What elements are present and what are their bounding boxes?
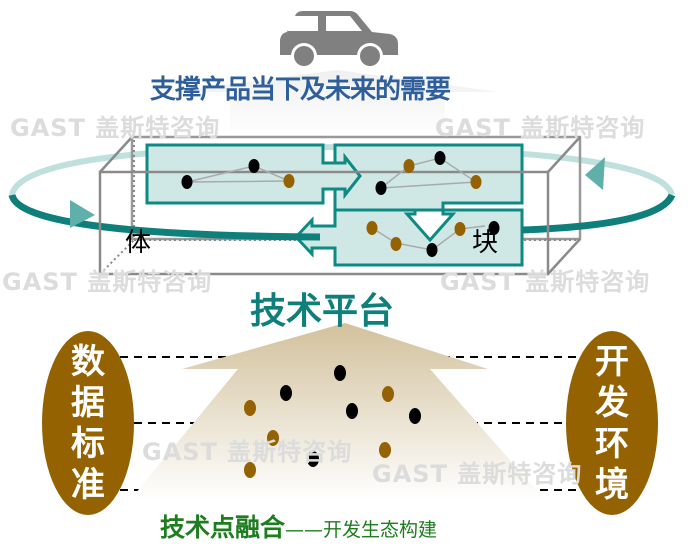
box-front [98, 170, 550, 276]
right-pillar-label: 开 发 环 境 [592, 342, 632, 506]
watermark: GAST 盖斯特咨询 [2, 268, 213, 296]
footer-rest: ——开发生态构建 [285, 519, 438, 541]
watermark: GAST 盖斯特咨询 [10, 114, 221, 142]
ring-arrowhead-left [70, 200, 95, 228]
node-brown [403, 159, 415, 173]
watermark: GAST 盖斯特咨询 [372, 460, 583, 488]
panel-2 [333, 143, 524, 212]
panel-1 [145, 143, 362, 205]
panel-3 [293, 208, 524, 267]
box-left-label: 体 [125, 228, 152, 258]
arrow-dots [244, 365, 421, 478]
pillar-char: 环 [595, 424, 629, 464]
pillar-char: 据 [71, 383, 105, 423]
watermark: GAST 盖斯特咨询 [142, 438, 353, 466]
pillar-char: 数 [71, 342, 105, 382]
right-pillar-ellipse [566, 331, 658, 515]
node-brown [366, 221, 378, 235]
watermark: GAST 盖斯特咨询 [435, 114, 646, 142]
node-brown [390, 237, 402, 251]
node-dark [434, 151, 446, 165]
pillar-char: 发 [595, 383, 629, 423]
node-dark [375, 181, 387, 195]
nodes [181, 151, 500, 257]
pillar-char: 准 [71, 465, 105, 505]
node-brown [470, 175, 482, 189]
node-brown [454, 222, 466, 236]
node-brown [283, 174, 295, 188]
node-dark [426, 243, 438, 257]
faint-arrow [170, 70, 500, 140]
footer-caption: 技术点融合——开发生态构建 [160, 514, 437, 542]
car-icon [280, 11, 398, 69]
ring-arrowhead-right [585, 157, 605, 190]
left-pillar-ellipse [42, 331, 134, 515]
pillar-char: 开 [595, 342, 629, 382]
ring-front-right [521, 193, 676, 234]
box-right-label: 块 [472, 228, 499, 258]
platform-title: 技术平台 [250, 291, 395, 332]
watermark: GAST 盖斯特咨询 [440, 268, 651, 296]
left-pillar-label: 数 据 标 准 [68, 342, 108, 506]
node-dark [488, 221, 500, 235]
big-up-arrow [130, 323, 545, 500]
node-dark [248, 159, 260, 173]
node-dark [181, 175, 193, 189]
header-title: 支撑产品当下及未来的需要 [150, 75, 451, 105]
pillar-char: 境 [595, 465, 629, 505]
pillar-char: 标 [71, 424, 105, 464]
ring-front-left [8, 193, 321, 241]
footer-bold: 技术点融合 [160, 513, 286, 542]
